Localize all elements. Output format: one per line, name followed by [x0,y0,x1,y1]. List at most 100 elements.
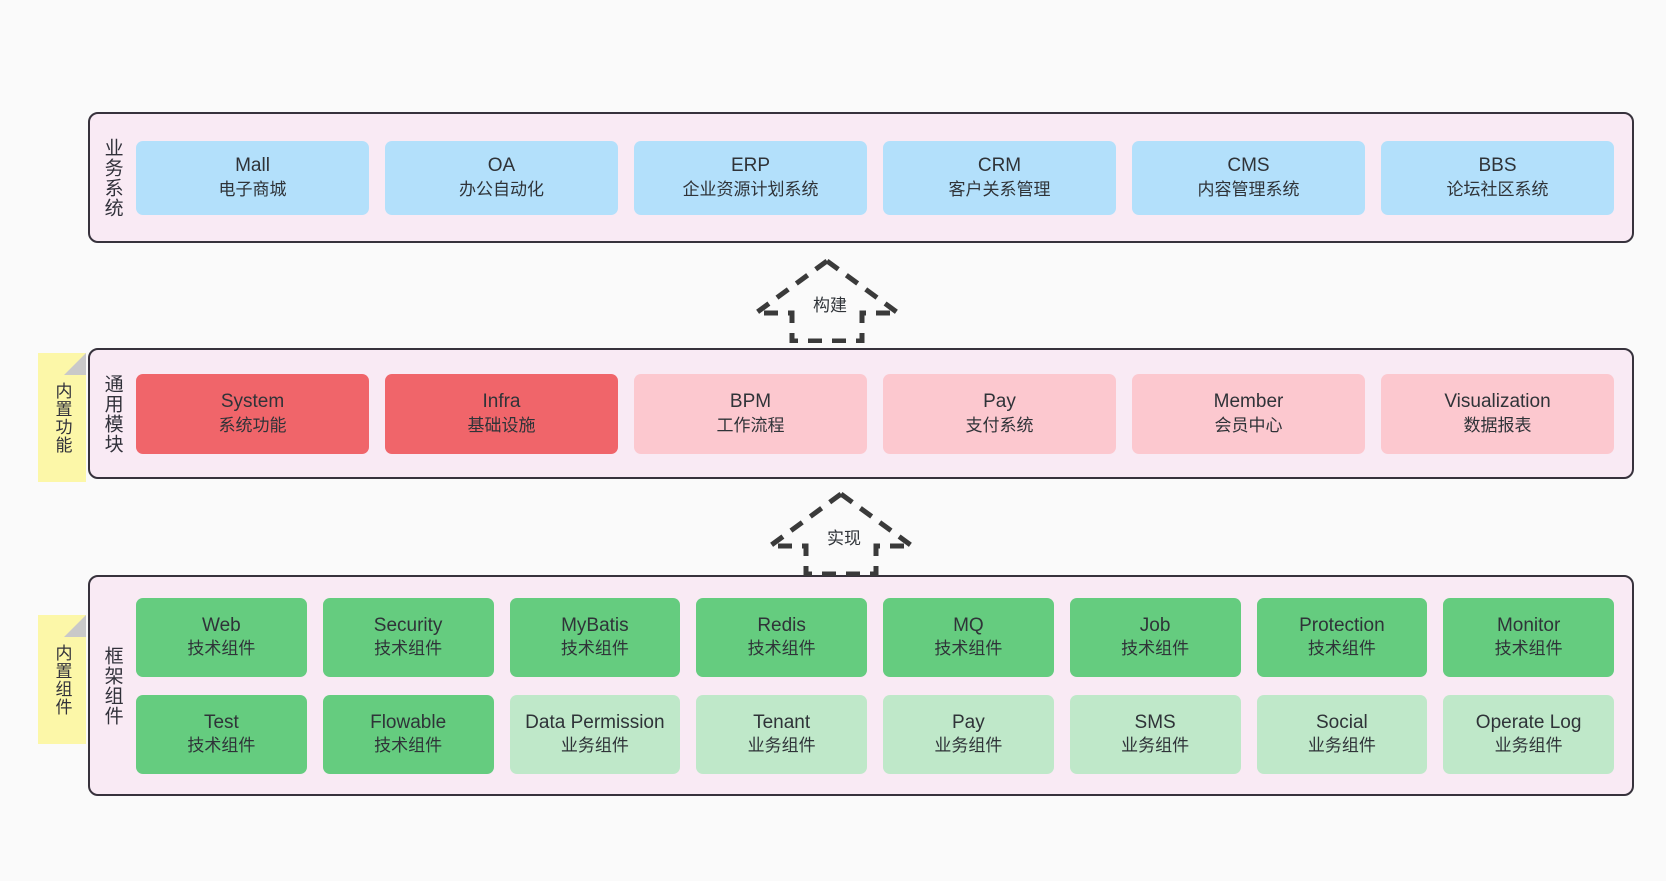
card-redis[interactable]: Redis 技术组件 [696,597,867,677]
card-subtitle: 业务组件 [1307,736,1376,756]
card-title: Web [202,614,241,636]
card-title: Test [203,711,239,733]
layer-common-modules: 通用模块 System 系统功能 Infra 基础设施 BPM 工作流程 Pay… [88,348,1634,479]
card-operate-log[interactable]: Operate Log 业务组件 [1443,694,1614,774]
card-visualization[interactable]: Visualization 数据报表 [1381,373,1614,454]
layer-body-framework-components: Web 技术组件 Security 技术组件 MyBatis 技术组件 Redi… [134,577,1632,794]
card-subtitle: 电子商城 [218,179,287,199]
card-title: Data Permission [525,711,665,733]
card-subtitle: 工作流程 [716,415,785,435]
card-title: Monitor [1496,614,1561,636]
card-pay-business[interactable]: Pay 业务组件 [883,694,1054,774]
card-subtitle: 数据报表 [1463,415,1532,435]
card-system[interactable]: System 系统功能 [136,373,369,454]
card-member[interactable]: Member 会员中心 [1132,373,1365,454]
card-pay[interactable]: Pay 支付系统 [883,373,1116,454]
card-row: Web 技术组件 Security 技术组件 MyBatis 技术组件 Redi… [136,597,1614,677]
layer-label-business-systems: 业务系统 [101,137,123,218]
card-tenant[interactable]: Tenant 业务组件 [696,694,867,774]
card-title: BBS [1478,155,1517,177]
card-row: Test 技术组件 Flowable 技术组件 Data Permission … [136,694,1614,774]
card-subtitle: 技术组件 [187,639,256,659]
card-crm[interactable]: CRM 客户关系管理 [883,140,1116,215]
card-title: System [220,391,285,413]
card-title: Redis [757,614,806,636]
layer-body-common-modules: System 系统功能 Infra 基础设施 BPM 工作流程 Pay 支付系统… [134,350,1632,477]
layer-body-business-systems: Mall 电子商城 OA 办公自动化 ERP 企业资源计划系统 CRM 客户关系… [134,114,1632,241]
layer-label-common-modules: 通用模块 [101,373,123,454]
block-arrow-build-icon [752,257,902,343]
card-mq[interactable]: MQ 技术组件 [883,597,1054,677]
card-title: Security [373,614,443,636]
layer-business-systems: 业务系统 Mall 电子商城 OA 办公自动化 ERP 企业资源计划系统 CRM… [88,112,1634,243]
card-subtitle: 企业资源计划系统 [682,179,819,199]
card-subtitle: 系统功能 [218,415,287,435]
card-title: MQ [953,614,984,636]
card-title: Social [1316,711,1368,733]
card-subtitle: 业务组件 [934,736,1003,756]
card-subtitle: 技术组件 [374,639,443,659]
card-job[interactable]: Job 技术组件 [1069,597,1241,677]
card-subtitle: 业务组件 [747,736,816,756]
card-title: SMS [1134,711,1176,733]
card-title: Job [1139,614,1171,636]
card-title: Member [1213,391,1284,413]
card-title: CMS [1227,155,1270,177]
card-title: Mall [235,155,270,177]
card-title: ERP [730,155,771,177]
card-subtitle: 技术组件 [934,639,1003,659]
card-title: Operate Log [1475,711,1582,733]
card-sms[interactable]: SMS 业务组件 [1069,694,1241,774]
card-title: Pay [983,391,1016,413]
card-subtitle: 技术组件 [747,639,816,659]
card-subtitle: 会员中心 [1214,415,1283,435]
card-monitor[interactable]: Monitor 技术组件 [1443,597,1614,677]
card-protection[interactable]: Protection 技术组件 [1256,597,1428,677]
card-web[interactable]: Web 技术组件 [136,597,307,677]
arrow-label-build: 构建 [813,296,847,315]
card-title: Visualization [1444,391,1551,413]
card-title: Pay [952,711,985,733]
note-text: 内置功能 [52,381,72,454]
card-title: OA [487,155,516,177]
card-row: System 系统功能 Infra 基础设施 BPM 工作流程 Pay 支付系统… [136,373,1614,454]
card-test[interactable]: Test 技术组件 [136,694,307,774]
card-security[interactable]: Security 技术组件 [322,597,494,677]
card-bpm[interactable]: BPM 工作流程 [634,373,867,454]
card-cms[interactable]: CMS 内容管理系统 [1132,140,1365,215]
card-bbs[interactable]: BBS 论坛社区系统 [1381,140,1614,215]
layer-framework-components: 框架组件 Web 技术组件 Security 技术组件 MyBatis 技术组件… [88,575,1634,796]
card-data-permission[interactable]: Data Permission 业务组件 [509,694,681,774]
card-subtitle: 技术组件 [1494,639,1563,659]
note-text: 内置组件 [52,643,72,716]
card-flowable[interactable]: Flowable 技术组件 [322,694,494,774]
card-subtitle: 技术组件 [560,639,629,659]
card-mybatis[interactable]: MyBatis 技术组件 [509,597,681,677]
card-title: BPM [729,391,772,413]
note-builtin-function: 内置功能 [38,353,86,482]
card-title: Tenant [753,711,811,733]
card-subtitle: 内容管理系统 [1197,179,1300,199]
card-subtitle: 业务组件 [1121,736,1190,756]
card-subtitle: 技术组件 [1121,639,1190,659]
card-subtitle: 论坛社区系统 [1446,179,1549,199]
card-social[interactable]: Social 业务组件 [1256,694,1428,774]
card-title: CRM [977,155,1022,177]
card-mall[interactable]: Mall 电子商城 [136,140,369,215]
card-title: Flowable [370,711,447,733]
card-subtitle: 技术组件 [1307,639,1376,659]
card-subtitle: 支付系统 [965,415,1034,435]
card-subtitle: 技术组件 [187,736,256,756]
card-oa[interactable]: OA 办公自动化 [385,140,618,215]
card-title: MyBatis [561,614,629,636]
card-title: Infra [482,391,521,413]
arrow-label-implement: 实现 [827,529,861,548]
card-infra[interactable]: Infra 基础设施 [385,373,618,454]
card-title: Protection [1299,614,1385,636]
card-erp[interactable]: ERP 企业资源计划系统 [634,140,867,215]
card-subtitle: 基础设施 [467,415,536,435]
layer-label-framework-components: 框架组件 [101,645,123,726]
card-row: Mall 电子商城 OA 办公自动化 ERP 企业资源计划系统 CRM 客户关系… [136,140,1614,215]
card-subtitle: 客户关系管理 [948,179,1051,199]
card-subtitle: 业务组件 [1494,736,1563,756]
